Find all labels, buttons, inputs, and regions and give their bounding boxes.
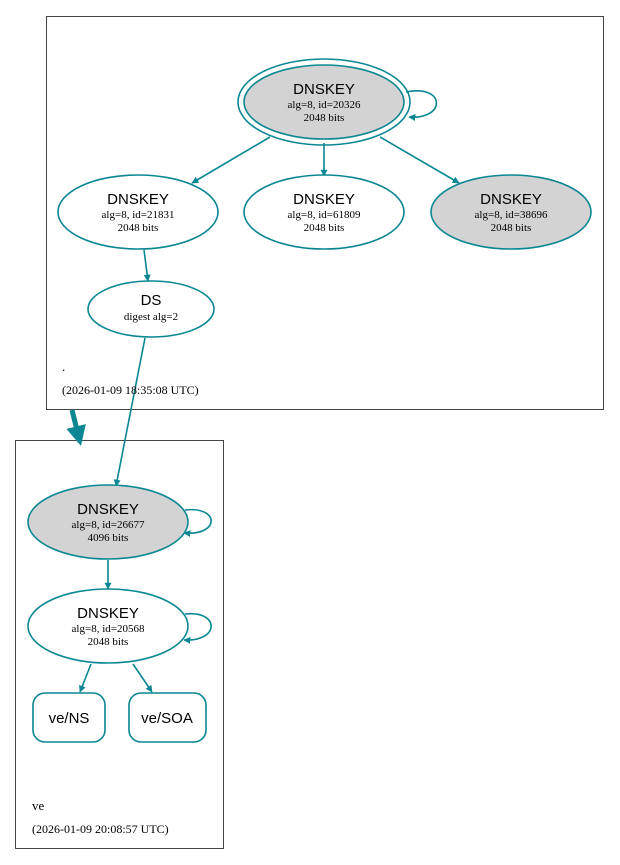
zone-ve-timestamp: (2026-01-09 20:08:57 UTC): [32, 822, 169, 836]
self-loop-ve-ksk: [183, 508, 212, 538]
node-root-zsk1-line2: 2048 bits: [118, 222, 159, 234]
node-ve-soa-title: ve/SOA: [141, 710, 193, 727]
node-root-zsk3-line1: alg=8, id=38696: [475, 209, 548, 221]
node-root-ds-line1: digest alg=2: [124, 311, 178, 323]
node-root-zsk3-title: DNSKEY: [480, 191, 542, 208]
node-root-ksk-line1: alg=8, id=20326: [288, 99, 361, 111]
node-ve-ksk-title: DNSKEY: [77, 501, 139, 518]
node-root-zsk1: DNSKEY alg=8, id=21831 2048 bits: [57, 174, 219, 250]
zone-ve-name: ve: [32, 798, 45, 813]
edge-zsk1-to-ds: [143, 249, 151, 282]
node-root-ds: DS digest alg=2: [87, 280, 215, 338]
node-ve-ksk-line2: 4096 bits: [88, 532, 129, 544]
node-ve-ns: ve/NS: [32, 692, 106, 743]
edge-ksk-to-zsk3: [379, 136, 460, 184]
node-root-zsk2: DNSKEY alg=8, id=61809 2048 bits: [243, 174, 405, 250]
node-root-zsk2-line1: alg=8, id=61809: [288, 209, 361, 221]
node-root-ksk-title: DNSKEY: [293, 81, 355, 98]
node-ve-ksk: DNSKEY alg=8, id=26677 4096 bits: [27, 484, 189, 560]
node-ve-ksk-line1: alg=8, id=26677: [72, 519, 145, 531]
node-ve-ns-title: ve/NS: [49, 710, 90, 727]
edge-ve-zsk-to-ns: [79, 663, 92, 693]
node-ve-soa: ve/SOA: [128, 692, 207, 743]
edge-ve-zsk-to-soa: [132, 663, 153, 693]
node-root-ksk: DNSKEY alg=8, id=20326 2048 bits: [237, 58, 411, 146]
node-root-zsk1-title: DNSKEY: [107, 191, 169, 208]
zone-ve-box: [15, 440, 224, 849]
node-root-ksk-line2: 2048 bits: [304, 112, 345, 124]
node-ve-zsk: DNSKEY alg=8, id=20568 2048 bits: [27, 588, 189, 664]
node-ve-zsk-line2: 2048 bits: [88, 636, 129, 648]
self-loop-root-ksk: [405, 90, 438, 121]
node-root-zsk1-line1: alg=8, id=21831: [102, 209, 175, 221]
zone-root-box: [46, 16, 604, 410]
self-loop-ve-zsk: [183, 612, 212, 644]
zone-root-name: .: [62, 359, 65, 374]
node-root-zsk3-line2: 2048 bits: [491, 222, 532, 234]
node-ve-zsk-title: DNSKEY: [77, 605, 139, 622]
node-root-ds-title: DS: [141, 292, 162, 309]
edge-ds-to-ve-ksk: [113, 337, 146, 487]
node-root-zsk3: DNSKEY alg=8, id=38696 2048 bits: [430, 174, 592, 250]
zone-root-timestamp: (2026-01-09 18:35:08 UTC): [62, 383, 199, 397]
delegation-arrow: [66, 409, 86, 446]
node-root-zsk2-line2: 2048 bits: [304, 222, 345, 234]
node-root-zsk2-title: DNSKEY: [293, 191, 355, 208]
edge-ksk-to-zsk1: [191, 136, 271, 184]
node-ve-zsk-line1: alg=8, id=20568: [72, 623, 145, 635]
